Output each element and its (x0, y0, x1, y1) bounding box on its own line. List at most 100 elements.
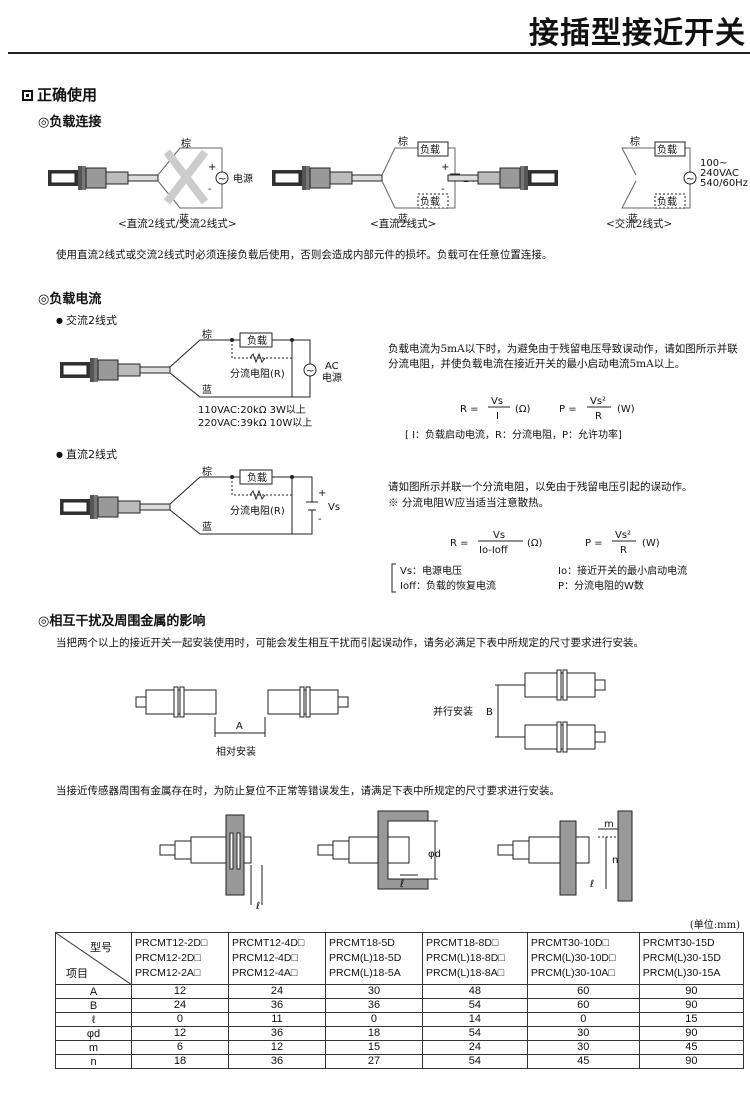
svg-text:-: - (441, 184, 445, 195)
table-corner-cell: 型号 项目 (55, 932, 133, 986)
svg-text:110VAC:20kΩ 3W以上: 110VAC:20kΩ 3W以上 (198, 404, 306, 416)
svg-text:540/60Hz: 540/60Hz (700, 178, 748, 189)
svg-text:负载: 负载 (657, 143, 677, 156)
opposite-mount: A 相对安装 (135, 686, 349, 758)
dc-shunt-description: 请如图所示并联一个分流电阻，以免由于残留电压引起的误动作。 (388, 481, 693, 493)
model-header-5: PRCMT30-10D□PRCM(L)30-10D□PRCM(L)30-10A□ (526, 932, 640, 985)
dc-heat-note: ※ 分流电阻W应当适当注意散热。 (388, 497, 550, 509)
mounting-diagrams: A 相对安装 B 并行安装 (135, 669, 606, 758)
double-circle-icon: ◎ (38, 115, 50, 130)
source-label: 电源 (233, 172, 253, 185)
metal-note: 当接近传感器周围有金属存在时，为防止复位不正常等错误发生，请满足下表中所规定的尺… (56, 785, 560, 797)
svg-text:棕: 棕 (630, 135, 640, 148)
svg-text:蓝: 蓝 (202, 384, 212, 396)
svg-text:Vs: Vs (491, 396, 503, 407)
svg-text:Vs: Vs (328, 502, 340, 513)
caption-d3: <交流2线式> (606, 217, 672, 230)
svg-text:分流电阻(R): 分流电阻(R) (230, 367, 285, 380)
svg-text:Vs²: Vs² (615, 530, 631, 541)
svg-text:ℓ: ℓ (590, 879, 594, 890)
svg-text:A: A (236, 721, 243, 732)
load-connection-diagrams: ~ 棕 蓝 + - 电源 <直流2线式/交流2线式> 棕 蓝 负载 负载 + -… (47, 135, 748, 230)
svg-text:Ioff：负载的恢复电流: Ioff：负载的恢复电流 (400, 579, 496, 592)
svg-text:100~: 100~ (700, 158, 727, 169)
svg-text:R: R (595, 411, 602, 422)
page-title: 接插型接近开关 (529, 16, 746, 51)
flush-plate: ℓ (159, 814, 263, 912)
interference-note: 当把两个以上的接近开关一起安装使用时，可能会发生相互干扰而引起误动作，请务必满足… (56, 637, 644, 649)
svg-text:Io-Ioff: Io-Ioff (479, 545, 509, 556)
svg-text:+: + (208, 162, 216, 173)
svg-text:-: - (208, 184, 212, 195)
svg-text:Vs²: Vs² (590, 396, 606, 407)
svg-text:+: + (441, 162, 449, 173)
svg-text:P =: P = (559, 404, 577, 415)
svg-text:蓝: 蓝 (202, 521, 212, 533)
svg-text:R =: R = (460, 404, 479, 415)
dc-2wire-label: 直流2线式 (56, 446, 117, 462)
svg-text:φd: φd (428, 849, 441, 860)
caption-d1: <直流2线式/交流2线式> (118, 217, 237, 230)
diagram-ac-2wire: ~ 棕 蓝 负载 负载 100~ 240VAC 540/60Hz (447, 135, 748, 225)
svg-text:~: ~ (306, 366, 314, 377)
svg-text:ℓ: ℓ (256, 901, 260, 912)
dimension-table: 型号 项目 PRCMT12-2D□PRCM12-2D□PRCM12-2A□ PR… (55, 932, 745, 1069)
svg-text:R: R (620, 545, 627, 556)
svg-text:[ I：负载启动电流，R：分流电阻，P：允许功率]: [ I：负载启动电流，R：分流电阻，P：允许功率] (405, 428, 622, 441)
svg-text:AC: AC (325, 361, 339, 372)
svg-text:I: I (496, 411, 499, 422)
bracket-surround: φd ℓ (317, 810, 441, 890)
svg-text:(Ω): (Ω) (515, 404, 531, 415)
svg-text:(Ω): (Ω) (527, 538, 543, 549)
svg-text:~: ~ (218, 174, 226, 185)
model-header-4: PRCMT18-8D□PRCM(L)18-8D□PRCM(L)18-8A□ (422, 932, 528, 985)
svg-text:(W): (W) (642, 538, 660, 549)
dc-legend: Vs：电源电压 Ioff：负载的恢复电流 Io：接近开关的最小启动电流 P：分流… (391, 563, 687, 593)
svg-text:Io：接近开关的最小启动电流: Io：接近开关的最小启动电流 (558, 564, 687, 577)
svg-text:m: m (604, 819, 614, 830)
svg-text:负载: 负载 (247, 334, 267, 347)
svg-text:220VAC:39kΩ 10W以上: 220VAC:39kΩ 10W以上 (198, 417, 312, 429)
ac-2wire-label: 交流2线式 (56, 312, 117, 328)
model-header-1: PRCMT12-2D□PRCM12-2D□PRCM12-2A□ (131, 932, 229, 985)
svg-text:-: - (318, 514, 322, 525)
svg-text:蓝: 蓝 (398, 213, 408, 225)
caption-d2: <直流2线式> (370, 217, 436, 230)
svg-text:棕: 棕 (398, 135, 408, 148)
svg-text:棕: 棕 (202, 328, 212, 341)
svg-text:负载: 负载 (420, 195, 440, 208)
interference-heading: ◎相互干扰及周围金属的影响 (38, 614, 206, 629)
double-circle-icon: ◎ (38, 614, 50, 629)
svg-text:+: + (318, 488, 326, 499)
diagram-dc-ac-2wire: ~ 棕 蓝 + - 电源 (47, 137, 253, 225)
brown-wire-label: 棕 (181, 137, 191, 150)
svg-text:R =: R = (450, 538, 469, 549)
load-connection-heading: ◎负载连接 (38, 115, 102, 130)
svg-text:蓝: 蓝 (628, 213, 638, 225)
svg-text:P =: P = (585, 538, 603, 549)
svg-text:并行安装: 并行安装 (433, 705, 473, 718)
model-header-2: PRCMT12-4D□PRCM12-4D□PRCM12-4A□ (227, 932, 326, 985)
svg-text:负载: 负载 (657, 195, 677, 208)
ac-shunt-diagram: ~ 棕 蓝 负载 分流电阻(R) AC 电源 110VAC:20kΩ 3W以上 … (59, 328, 342, 429)
svg-text:电源: 电源 (322, 371, 342, 384)
svg-text:负载: 负载 (247, 471, 267, 484)
load-label: 负载 (420, 143, 440, 156)
unit-label: (单位:mm) (689, 920, 740, 931)
svg-text:B: B (486, 707, 493, 718)
ac-shunt-description: 负载电流为5mA以下时，为避免由于残留电压导致误动作，请如图所示并联分流电阻，并… (388, 343, 738, 370)
svg-text:~: ~ (686, 174, 694, 185)
svg-text:Vs: Vs (493, 530, 505, 541)
svg-text:棕: 棕 (202, 465, 212, 478)
parallel-mount: B 并行安装 (433, 669, 606, 753)
wall-distance: m n ℓ (497, 810, 633, 902)
dc-shunt-diagram: 棕 蓝 负载 分流电阻(R) + - Vs (59, 465, 340, 535)
